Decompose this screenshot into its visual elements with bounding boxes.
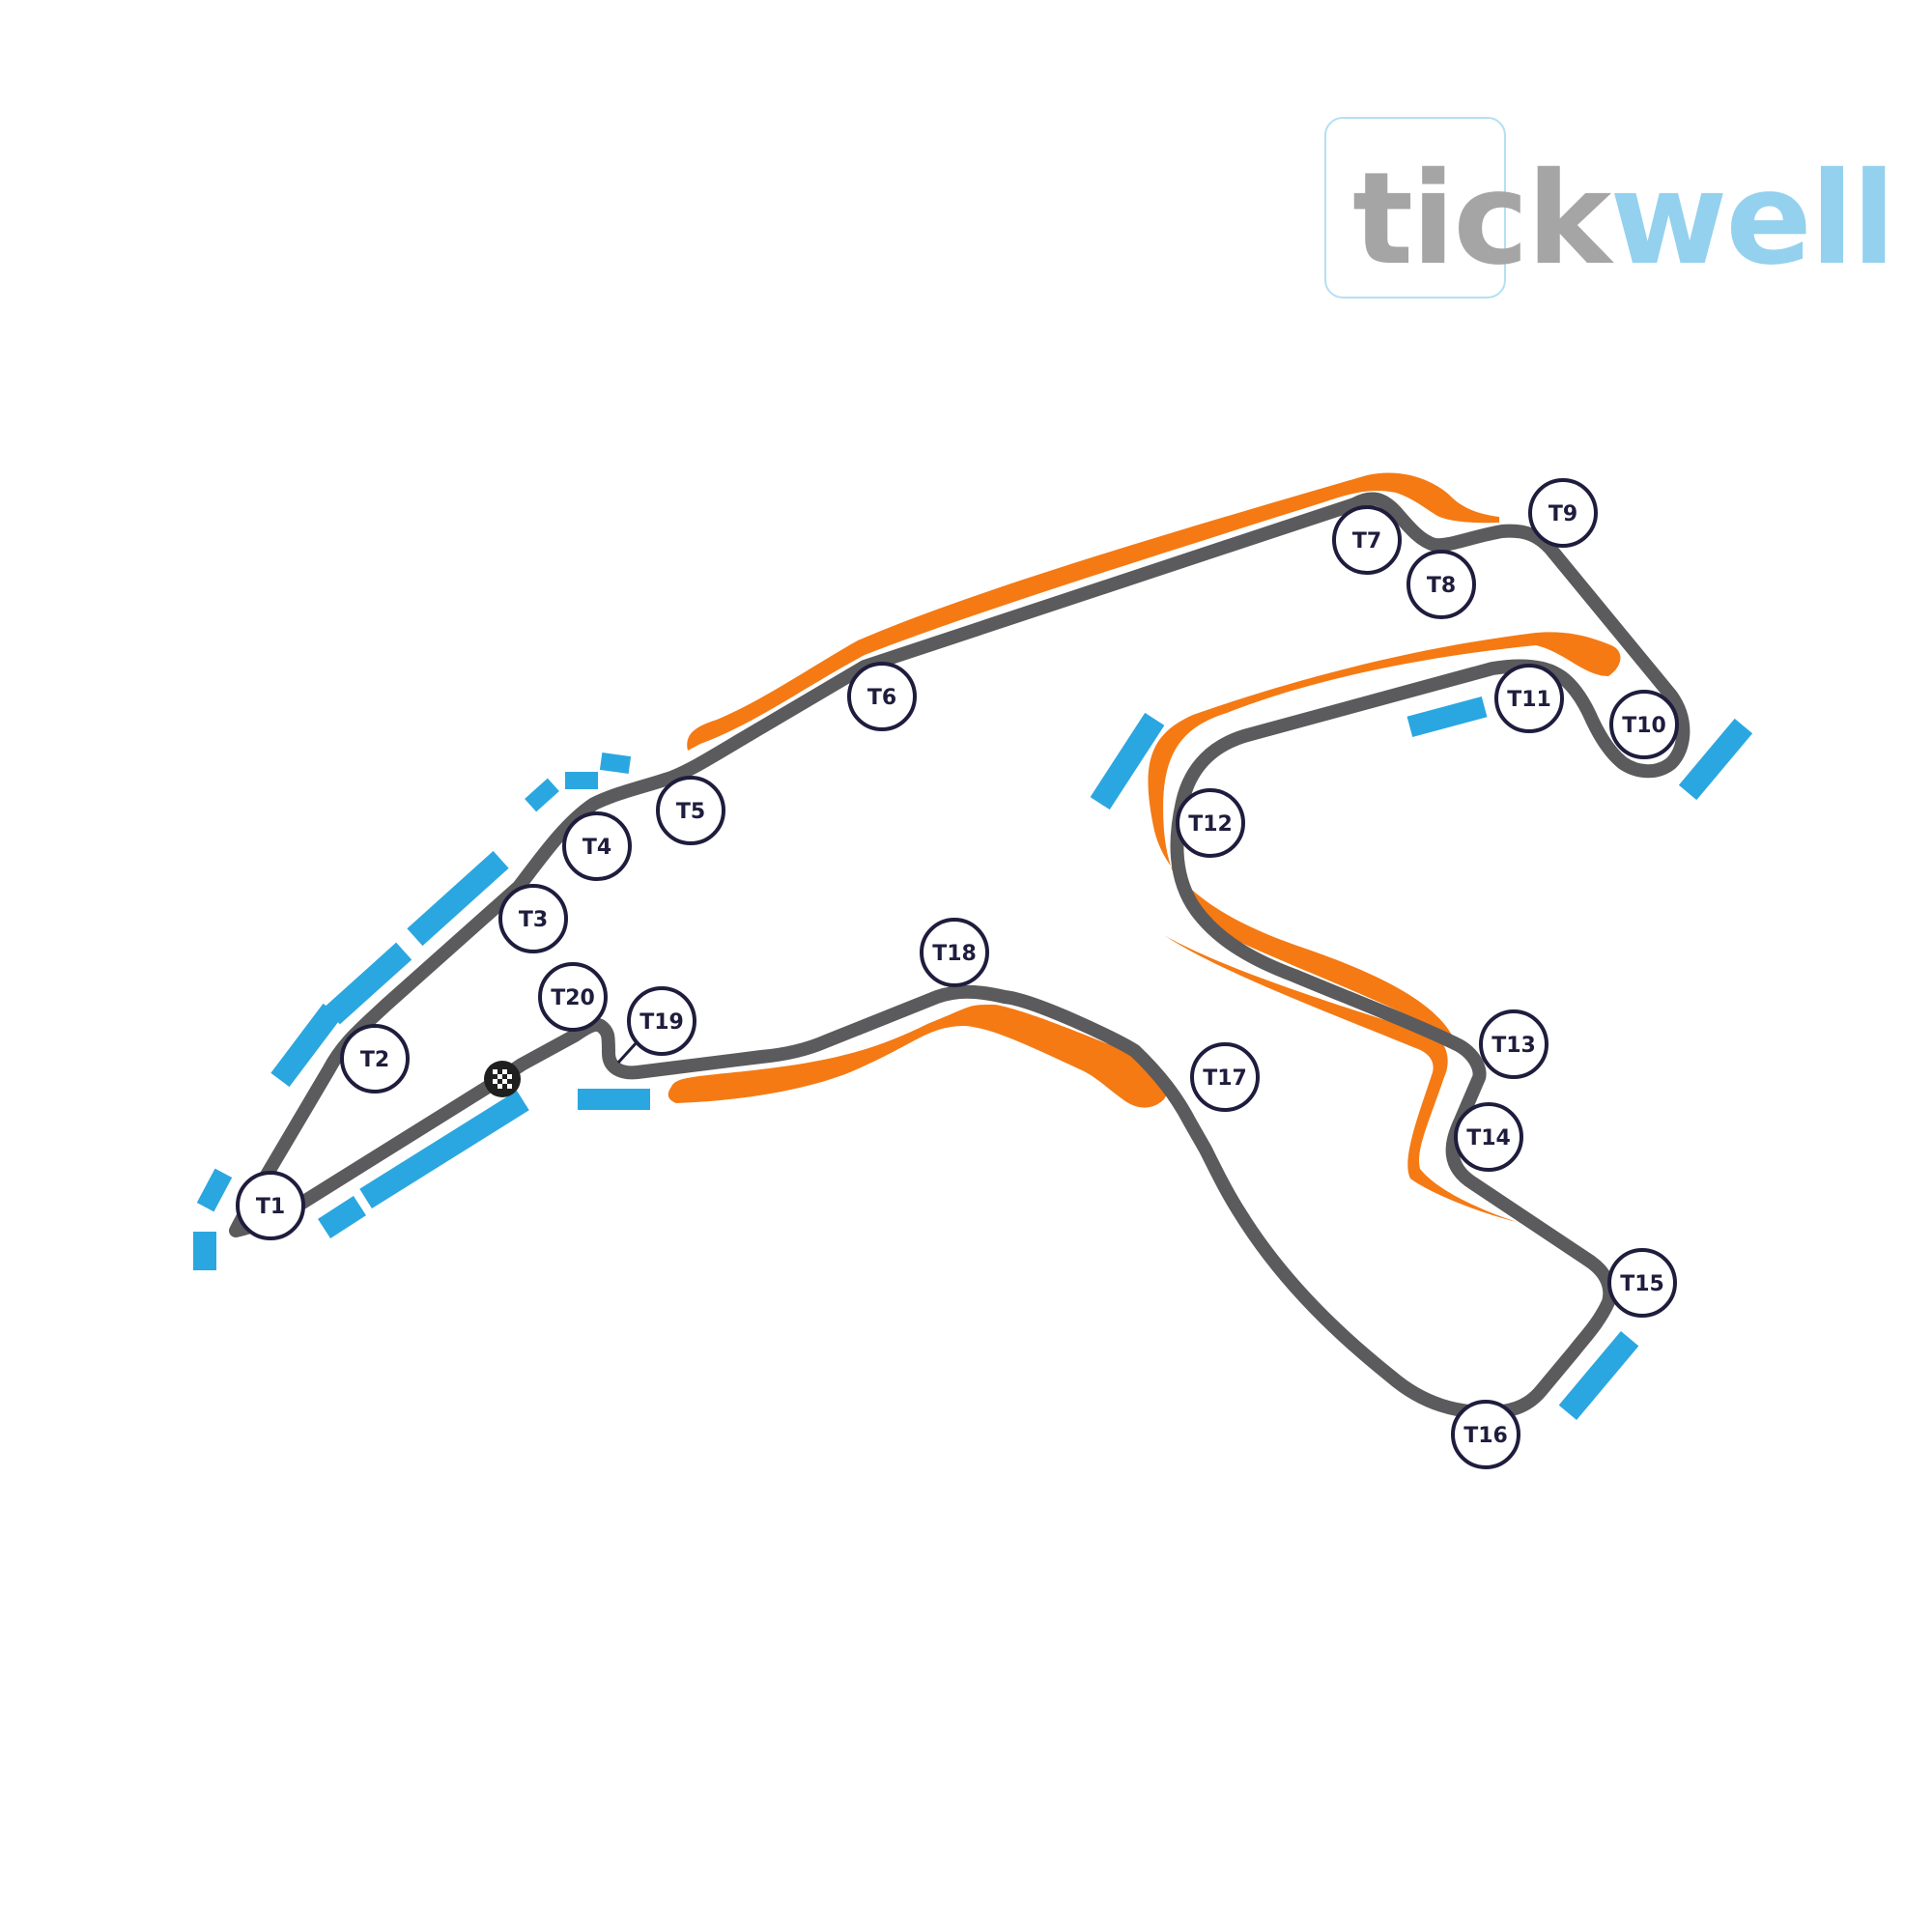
flag-check [497,1079,502,1084]
barrier-t4-2 [565,772,598,789]
turn-label: T4 [582,836,611,860]
barrier-t4-3 [599,752,632,775]
turn-label: T8 [1427,574,1456,598]
logo-box [1324,117,1506,298]
barrier-t15-outer [1558,1330,1639,1421]
checkered-flag-pattern [493,1069,512,1089]
barrier-t3-outer [407,850,509,947]
barrier-start-straight-2 [359,1090,529,1209]
flag-check [497,1074,502,1079]
barrier-t12-outer [1090,712,1165,810]
turn-marker-t10[interactable]: T10 [1609,690,1679,759]
turn-label: T7 [1352,529,1381,554]
turn-label: T11 [1507,688,1551,712]
flag-check [493,1069,497,1074]
logo-text-light: well [1609,145,1893,294]
turn-label: T20 [551,986,595,1010]
t19-pointer-line [616,1039,639,1065]
turn-marker-t20[interactable]: T20 [538,962,608,1032]
flag-check [502,1079,507,1084]
barrier-start-straight-1 [318,1195,366,1239]
flag-check [502,1069,507,1074]
turn-marker-t5[interactable]: T5 [656,776,725,845]
turn-marker-t8[interactable]: T8 [1406,550,1476,619]
flag-check [507,1074,512,1079]
track [229,492,1690,1419]
turn-label: T9 [1548,502,1577,526]
turn-label: T15 [1620,1272,1664,1296]
flag-check [493,1079,497,1084]
logo-wordmark: tickwell [1352,145,1893,294]
turn-marker-t19[interactable]: T19 [627,986,696,1056]
turn-marker-t12[interactable]: T12 [1176,788,1245,858]
turn-label: T6 [867,686,896,710]
barrier-t1-outer-1 [196,1168,233,1212]
turn-marker-t7[interactable]: T7 [1332,505,1402,575]
flag-check [507,1079,512,1084]
runoff-kemmel [687,472,1499,751]
turn-marker-t3[interactable]: T3 [498,884,568,953]
turn-label: T5 [676,800,705,824]
logo-text-dark: tic [1352,145,1527,294]
barrier-t4-1 [525,778,559,812]
barriers [193,696,1753,1421]
barrier-t10-outer [1678,718,1753,801]
flag-check [493,1084,497,1089]
flag-check [507,1084,512,1089]
turn-marker-t2[interactable]: T2 [340,1024,410,1094]
runoff-t11-t12 [1148,632,1621,1038]
turn-markers: T1 T2 T3 T4 T5 T6 T7 T8 T9 T10 T11 T12 T… [236,478,1679,1469]
barrier-t2-t3-1 [324,942,412,1025]
turn-marker-t16[interactable]: T16 [1451,1400,1520,1469]
turn-marker-t1[interactable]: T1 [236,1171,305,1240]
turn-label: T2 [360,1048,389,1072]
track-outline [229,492,1690,1419]
turn-label: T13 [1492,1034,1536,1058]
turn-marker-t4[interactable]: T4 [562,811,632,881]
barrier-t1-outer-2 [193,1232,216,1270]
turn-label: T1 [256,1195,285,1219]
flag-check [507,1069,512,1074]
flag-check [493,1074,497,1079]
turn-label: T16 [1463,1424,1508,1448]
turn-marker-t15[interactable]: T15 [1607,1248,1677,1318]
logo: tickwell [1324,117,1895,298]
turn-marker-t11[interactable]: T11 [1494,664,1564,733]
turn-label: T14 [1466,1126,1511,1151]
flag-check [497,1084,502,1089]
turn-label: T18 [932,942,977,966]
turn-label: T19 [639,1010,684,1035]
turn-marker-t6[interactable]: T6 [847,662,917,731]
runoff-t18-t19 [668,1005,1168,1108]
turn-marker-t18[interactable]: T18 [920,918,989,987]
turn-label: T3 [519,908,548,932]
turn-marker-t14[interactable]: T14 [1454,1102,1523,1172]
turn-label: T12 [1188,812,1233,837]
runoff-areas [668,472,1621,1222]
turn-label: T17 [1203,1066,1247,1091]
flag-check [497,1069,502,1074]
turn-label: T10 [1622,714,1666,738]
turn-marker-t9[interactable]: T9 [1528,478,1598,548]
start-finish [484,1061,521,1097]
barrier-t19 [578,1089,650,1110]
barrier-t2-outer [270,1003,342,1088]
flag-check [502,1084,507,1089]
barrier-t11 [1406,696,1488,737]
turn-marker-t17[interactable]: T17 [1190,1042,1260,1112]
logo-text-mid: k [1527,145,1615,294]
turn-marker-t13[interactable]: T13 [1479,1009,1548,1079]
flag-check [502,1074,507,1079]
